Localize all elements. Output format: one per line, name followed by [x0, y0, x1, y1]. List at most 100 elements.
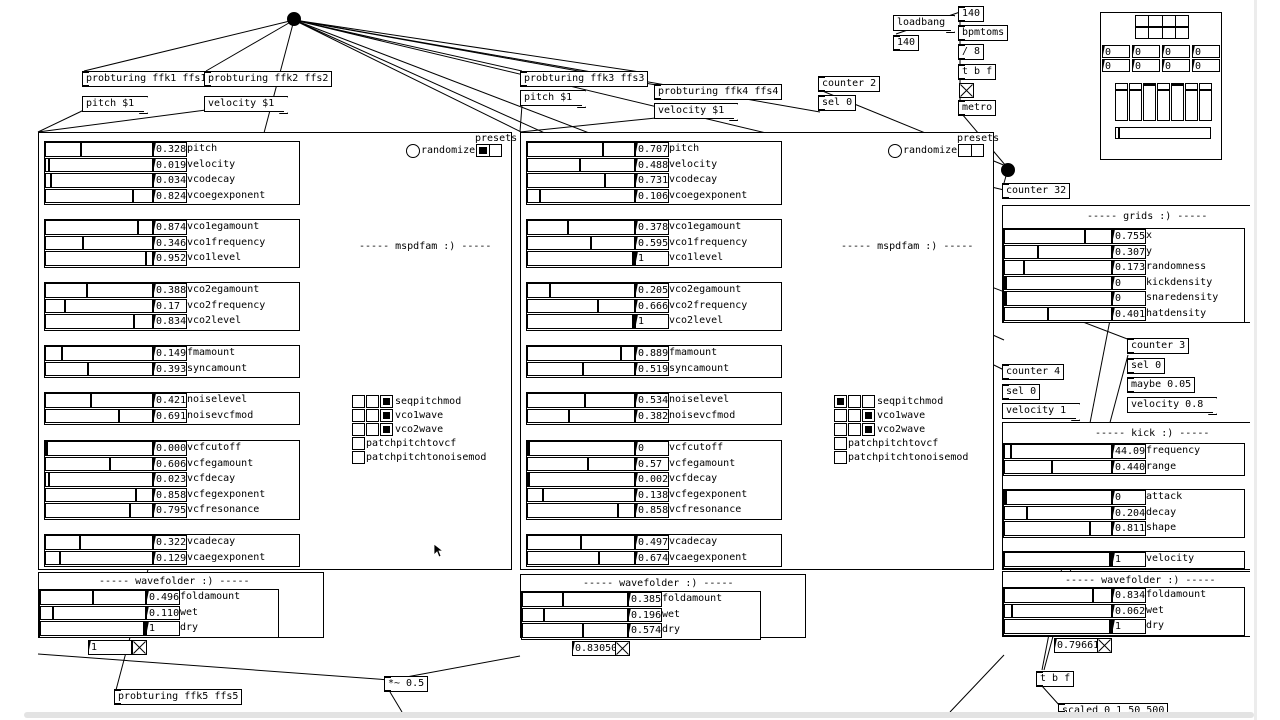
- voice1-vcfegamount-slider[interactable]: [45, 456, 153, 472]
- voice2-presets-radio[interactable]: [958, 144, 984, 157]
- grids-x-number[interactable]: 0.755: [1112, 229, 1146, 244]
- voice2-vcfcutoff-slider[interactable]: [527, 441, 635, 456]
- mixer-top-radio2[interactable]: [1135, 27, 1189, 39]
- voice2-vcadecay-slider[interactable]: [527, 535, 635, 550]
- voice2-pitch-number[interactable]: 0.707: [635, 142, 669, 157]
- vco2wave-toggle[interactable]: [366, 423, 379, 436]
- voice2-vcfresonance-slider[interactable]: [527, 503, 635, 518]
- seqpitchmod-toggle[interactable]: [352, 395, 365, 408]
- patchpitchtonoisemod-toggle[interactable]: [834, 451, 847, 464]
- mixer-number[interactable]: 0: [1162, 45, 1190, 58]
- kick-frequency-slider[interactable]: [1004, 444, 1112, 459]
- mixer-fader[interactable]: [1157, 83, 1170, 121]
- voice2-vcadecay-number[interactable]: 0.497: [635, 535, 669, 550]
- kick-wavefolder-wet-slider[interactable]: [1004, 603, 1112, 618]
- voice1-syncamount-slider[interactable]: [45, 361, 153, 377]
- velocity1-message[interactable]: velocity $1: [204, 96, 285, 112]
- metro-toggle[interactable]: [959, 83, 974, 98]
- grids-y-slider[interactable]: [1004, 244, 1112, 259]
- maybe-object[interactable]: maybe 0.05: [1127, 377, 1196, 393]
- voice1-fmamount-number[interactable]: 0.149: [153, 346, 187, 361]
- voice2-vcfegexponent-number[interactable]: 0.138: [635, 487, 669, 503]
- voice1-noiselevel-number[interactable]: 0.421: [153, 393, 187, 408]
- voice1-vcodecay-number[interactable]: 0.034: [153, 173, 187, 188]
- voice1-vcfresonance-slider[interactable]: [45, 503, 153, 518]
- vco2wave-toggle[interactable]: [380, 423, 393, 436]
- voice2-velocity-number[interactable]: 0.488: [635, 157, 669, 173]
- voice2-fmamount-slider[interactable]: [527, 346, 635, 361]
- voice2-vcfegamount-number[interactable]: 0.57: [635, 456, 669, 472]
- mult-object[interactable]: *~ 0.5: [384, 676, 429, 692]
- velocity-counter4-message[interactable]: velocity 1: [1002, 403, 1077, 419]
- kick-attack-slider[interactable]: [1004, 490, 1112, 505]
- voice1-vcfdecay-slider[interactable]: [45, 472, 153, 487]
- voice2-out-toggle[interactable]: [615, 641, 630, 656]
- mixer-number[interactable]: 0: [1192, 45, 1220, 58]
- voice2-wavefolder-foldamount-number[interactable]: 0.385: [628, 592, 662, 607]
- grids-randomness-slider[interactable]: [1004, 260, 1112, 275]
- voice2-vcfegexponent-slider[interactable]: [527, 487, 635, 503]
- kick-out-number[interactable]: 0.79661: [1054, 638, 1098, 653]
- voice1-pitch-slider[interactable]: [45, 142, 153, 157]
- horizontal-scrollbar[interactable]: [24, 712, 1254, 718]
- voice2-vco1egamount-slider[interactable]: [527, 220, 635, 235]
- voice2-vcfdecay-number[interactable]: 0.002: [635, 472, 669, 487]
- vco1wave-toggle[interactable]: [366, 409, 379, 422]
- kick-attack-number[interactable]: 0: [1112, 490, 1146, 505]
- kick-decay-slider[interactable]: [1004, 505, 1112, 520]
- voice2-vco1level-slider[interactable]: [527, 251, 635, 266]
- voice2-vco2frequency-number[interactable]: 0.666: [635, 298, 669, 314]
- voice2-noisevcfmod-number[interactable]: 0.382: [635, 408, 669, 424]
- mixer-number[interactable]: 0: [1192, 59, 1220, 72]
- voice2-wavefolder-foldamount-slider[interactable]: [522, 592, 628, 607]
- voice1-vcfcutoff-slider[interactable]: [45, 441, 153, 456]
- div8-object[interactable]: / 8: [958, 44, 985, 60]
- voice2-randomize-bang[interactable]: [888, 144, 902, 158]
- voice1-vco1level-slider[interactable]: [45, 251, 153, 266]
- voice1-vcfegexponent-slider[interactable]: [45, 487, 153, 503]
- voice2-vcodecay-slider[interactable]: [527, 173, 635, 188]
- voice2-vco2level-number[interactable]: 1: [635, 314, 669, 329]
- voice1-wavefolder-foldamount-number[interactable]: 0.496: [146, 590, 180, 605]
- mixer-number[interactable]: 0: [1132, 45, 1160, 58]
- voice2-fmamount-number[interactable]: 0.889: [635, 346, 669, 361]
- voice1-vcfcutoff-number[interactable]: 0.000: [153, 441, 187, 456]
- mixer-fader[interactable]: [1115, 83, 1128, 121]
- kick-velocity-number[interactable]: 1: [1112, 552, 1146, 567]
- vertical-scrollbar[interactable]: [1254, 0, 1257, 720]
- sel0c-object[interactable]: sel 0: [1002, 384, 1041, 400]
- voice2-syncamount-slider[interactable]: [527, 361, 635, 377]
- counter2-object[interactable]: counter 2: [818, 76, 881, 92]
- mixer-number[interactable]: 0: [1102, 59, 1130, 72]
- voice1-out-number[interactable]: 1: [88, 640, 132, 655]
- probturing3-object[interactable]: probturing ffk3 ffs3: [520, 71, 649, 87]
- patchpitchtovcf-toggle[interactable]: [834, 437, 847, 450]
- counter3-object[interactable]: counter 3: [1127, 338, 1190, 354]
- val140b-object[interactable]: 140: [893, 35, 920, 51]
- voice1-vcfdecay-number[interactable]: 0.023: [153, 472, 187, 487]
- voice1-vcadecay-slider[interactable]: [45, 535, 153, 550]
- kick-wavefolder-foldamount-slider[interactable]: [1004, 588, 1112, 603]
- vco1wave-toggle[interactable]: [848, 409, 861, 422]
- voice2-noisevcfmod-slider[interactable]: [527, 408, 635, 424]
- kick-velocity-slider[interactable]: [1004, 552, 1112, 567]
- voice1-noiselevel-slider[interactable]: [45, 393, 153, 408]
- counter32-object[interactable]: counter 32: [1002, 183, 1071, 199]
- voice2-vcfdecay-slider[interactable]: [527, 472, 635, 487]
- kick-frequency-number[interactable]: 44.09: [1112, 444, 1146, 459]
- patchpitchtovcf-toggle[interactable]: [352, 437, 365, 450]
- grids-kickdensity-number[interactable]: 0: [1112, 275, 1146, 290]
- mixer-number[interactable]: 0: [1132, 59, 1160, 72]
- velocity4-message[interactable]: velocity $1: [654, 103, 735, 119]
- counter4-object[interactable]: counter 4: [1002, 364, 1065, 380]
- kick-range-number[interactable]: 0.440: [1112, 459, 1146, 474]
- voice1-wavefolder-foldamount-slider[interactable]: [40, 590, 146, 605]
- vco2wave-toggle[interactable]: [862, 423, 875, 436]
- kick-decay-number[interactable]: 0.204: [1112, 505, 1146, 520]
- mixer-fader[interactable]: [1171, 83, 1184, 121]
- voice1-wavefolder-wet-slider[interactable]: [40, 605, 146, 620]
- tbf1-object[interactable]: t b f: [958, 64, 997, 80]
- voice2-wavefolder-dry-slider[interactable]: [522, 623, 628, 638]
- voice2-vcoegexponent-number[interactable]: 0.106: [635, 188, 669, 204]
- grids-kickdensity-slider[interactable]: [1004, 275, 1112, 290]
